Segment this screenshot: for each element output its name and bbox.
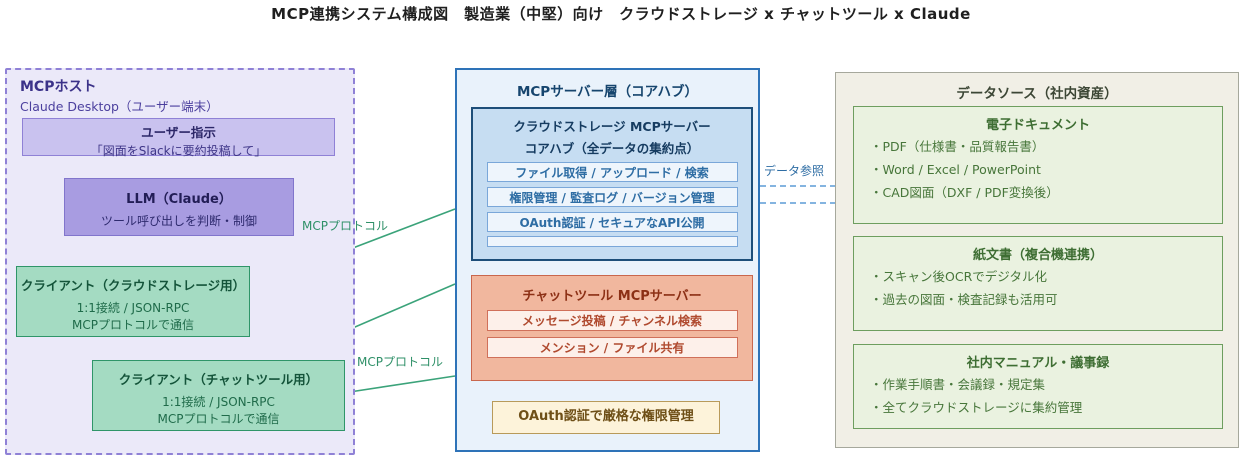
- data-group-item: ・過去の図面・検査記録も活用可: [870, 292, 1058, 307]
- chat-feature-item: メッセージ投稿 / チャンネル検索: [486, 310, 738, 331]
- llm-node: LLM（Claude） ツール呼び出しを判断・制御: [64, 178, 294, 236]
- client-chat-line2: MCPプロトコルで通信: [157, 412, 280, 426]
- storage-feature-item: ファイル取得 / アップロード / 検索: [486, 162, 738, 182]
- data-group-item: ・CAD図面（DXF / PDF変換後）: [870, 185, 1059, 200]
- server-layer-heading: MCPサーバー層（コアハブ）: [516, 84, 699, 100]
- data-group-title: 電子ドキュメント: [985, 118, 1090, 133]
- chat-feature-item: メンション / ファイル共有: [486, 337, 738, 358]
- data-group-title: 紙文書（複合機連携）: [972, 248, 1103, 263]
- storage-server-title: クラウドストレージ MCPサーバー: [513, 119, 711, 134]
- chat-server-node: チャットツール MCPサーバー メッセージ投稿 / チャンネル検索 メンション …: [471, 275, 753, 381]
- client-chat-node: クライアント（チャットツール用） 1:1接続 / JSON-RPC MCPプロト…: [92, 360, 345, 431]
- client-storage-line1: 1:1接続 / JSON-RPC: [76, 301, 190, 315]
- mcp-host-panel: MCPホスト Claude Desktop（ユーザー端末） ユーザー指示 「図面…: [5, 68, 355, 455]
- user-instruction-body: 「図面をSlackに要約投稿して」: [90, 144, 267, 158]
- user-instruction-node: ユーザー指示 「図面をSlackに要約投稿して」: [22, 118, 335, 158]
- data-group-electronic-documents: 電子ドキュメント ・PDF（仕様書・品質報告書） ・Word / Excel /…: [853, 106, 1223, 224]
- data-sources-panel: データソース（社内資産） 電子ドキュメント ・PDF（仕様書・品質報告書） ・W…: [835, 72, 1239, 448]
- mcp-host-heading: MCPホスト: [20, 79, 97, 95]
- data-group-paper-documents: 紙文書（複合機連携） ・スキャン後OCRでデジタル化 ・過去の図面・検査記録も活…: [853, 236, 1223, 331]
- client-chat-line1: 1:1接続 / JSON-RPC: [162, 395, 275, 409]
- client-storage-line2: MCPプロトコルで通信: [72, 318, 194, 332]
- client-chat-to-server-line: [342, 375, 456, 394]
- data-group-title: 社内マニュアル・議事録: [966, 356, 1110, 371]
- diagram-title: MCP連携システム構成図 製造業（中堅）向け クラウドストレージ x チャットツ…: [271, 5, 971, 23]
- mcp-protocol-label-2: MCPプロトコル: [357, 355, 443, 369]
- llm-body: ツール呼び出しを判断・制御: [100, 214, 257, 228]
- storage-server-subtitle: コアハブ（全データの集約点）: [524, 141, 700, 156]
- storage-feature-empty-row: [486, 236, 738, 247]
- data-group-item: ・PDF（仕様書・品質報告書）: [870, 139, 1045, 154]
- mcp-protocol-label-1: MCPプロトコル: [302, 219, 388, 233]
- data-group-item: ・全てクラウドストレージに集約管理: [870, 400, 1083, 415]
- client-storage-node: クライアント（クラウドストレージ用） 1:1接続 / JSON-RPC MCPプ…: [16, 266, 250, 337]
- storage-server-node: クラウドストレージ MCPサーバー コアハブ（全データの集約点） ファイル取得 …: [471, 107, 753, 261]
- mcp-host-subheading: Claude Desktop（ユーザー端末）: [20, 99, 219, 114]
- data-group-item: ・Word / Excel / PowerPoint: [870, 162, 1041, 177]
- client-storage-title: クライアント（クラウドストレージ用）: [20, 278, 246, 293]
- client-chat-title: クライアント（チャットツール用）: [118, 372, 319, 387]
- data-group-item: ・作業手順書・会議録・規定集: [870, 377, 1046, 392]
- chat-server-title: チャットツール MCPサーバー: [522, 289, 702, 304]
- user-instruction-title: ユーザー指示: [141, 125, 216, 140]
- oauth-note-node: OAuth認証で厳格な権限管理: [492, 401, 720, 434]
- data-reference-label: データ参照: [764, 164, 825, 178]
- llm-title: LLM（Claude）: [126, 192, 232, 207]
- data-group-internal-manuals: 社内マニュアル・議事録 ・作業手順書・会議録・規定集 ・全てクラウドストレージに…: [853, 344, 1223, 429]
- storage-feature-item: 権限管理 / 監査ログ / バージョン管理: [486, 187, 738, 207]
- storage-feature-item: OAuth認証 / セキュアなAPI公開: [486, 212, 738, 232]
- data-sources-heading: データソース（社内資産）: [956, 86, 1118, 102]
- data-group-item: ・スキャン後OCRでデジタル化: [870, 269, 1048, 284]
- server-layer-panel: MCPサーバー層（コアハブ） クラウドストレージ MCPサーバー コアハブ（全デ…: [455, 68, 760, 452]
